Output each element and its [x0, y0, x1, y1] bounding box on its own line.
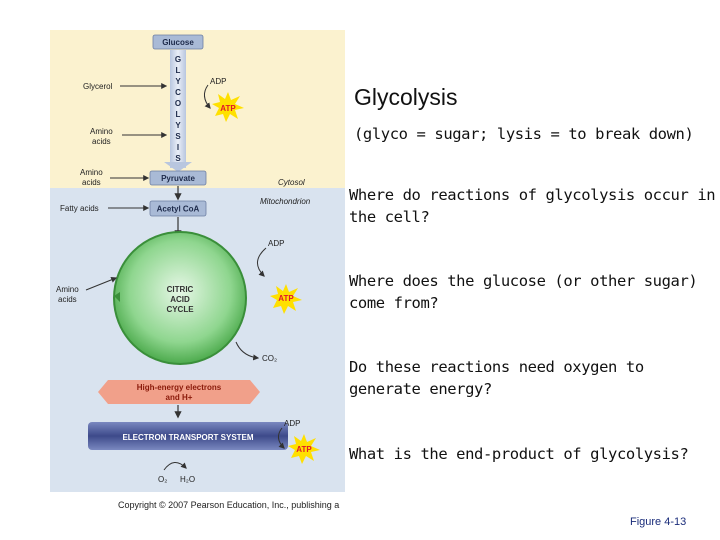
slide-subtitle: (glyco = sugar; lysis = to break down) — [354, 125, 694, 143]
o2-label: O₂ — [158, 475, 167, 484]
atp-label-1: ATP — [220, 104, 236, 113]
question-2: Where does the glucose (or other sugar) … — [349, 272, 698, 312]
atp-star-1 — [212, 92, 244, 122]
glycolysis-letter: S — [175, 154, 181, 163]
cytosol-label: Cytosol — [278, 178, 305, 187]
glycolysis-letter: Y — [175, 77, 181, 86]
amino-acids-2-line2: acids — [82, 178, 101, 187]
question-4: What is the end-product of glycolysis? — [349, 445, 689, 463]
high-energy-arrow — [98, 380, 260, 404]
copyright-notice: Copyright © 2007 Pearson Education, Inc.… — [118, 500, 340, 510]
high-energy-line1: High-energy electrons — [137, 383, 222, 392]
atp-star-3 — [288, 434, 320, 464]
adp-label-3: ADP — [284, 419, 300, 428]
ets-bar — [88, 422, 288, 450]
amino-acids-3-line1: Amino — [56, 285, 79, 294]
glycolysis-letter: S — [175, 132, 181, 141]
atp-label-2: ATP — [278, 294, 294, 303]
amino-acids-3-line2: acids — [58, 295, 77, 304]
amino-acids-1-line2: acids — [92, 137, 111, 146]
glycolysis-letter: G — [175, 55, 181, 64]
figure-label: Figure 4-13 — [630, 516, 687, 528]
glycolysis-letter: O — [175, 99, 181, 108]
question-1: Where do reactions of glycolysis occur i… — [349, 186, 716, 226]
adp-label-2: ADP — [268, 239, 284, 248]
glycerol-label: Glycerol — [83, 82, 113, 91]
ets-label: ELECTRON TRANSPORT SYSTEM — [122, 433, 253, 442]
mitochondrion-label: Mitochondrion — [260, 197, 311, 206]
question-3: Do these reactions need oxygen to genera… — [349, 358, 644, 398]
high-energy-line2: and H+ — [166, 393, 193, 402]
glycolysis-letter: C — [175, 88, 181, 97]
cycle-label-2: ACID — [170, 295, 190, 304]
glycolysis-letter: I — [177, 143, 179, 152]
glycolysis-arrowhead — [164, 162, 192, 172]
cycle-label-3: CYCLE — [166, 305, 194, 314]
amino-acids-1-line1: Amino — [90, 127, 113, 136]
adp-label-1: ADP — [210, 77, 226, 86]
acetyl-coa-box — [149, 200, 207, 217]
acetyl-coa-label: Acetyl CoA — [157, 205, 200, 214]
atp-star-2 — [270, 284, 302, 314]
cytosol-region — [50, 30, 345, 188]
pyruvate-box — [149, 170, 207, 186]
glucose-box — [152, 34, 204, 50]
atp-label-3: ATP — [296, 445, 312, 454]
glycolysis-letter: L — [176, 110, 181, 119]
glycolysis-letter: Y — [175, 121, 181, 130]
glycolysis-column — [170, 50, 186, 168]
h2o-label: H₂O — [180, 475, 195, 484]
co2-label: CO₂ — [262, 354, 277, 363]
citric-acid-cycle — [113, 231, 247, 365]
cycle-label-1: CITRIC — [167, 285, 194, 294]
amino-acids-2-line1: Amino — [80, 168, 103, 177]
glucose-label: Glucose — [162, 38, 194, 47]
slide-title: Glycolysis — [354, 84, 458, 110]
fatty-acids-label: Fatty acids — [60, 204, 99, 213]
glycolysis-letter: L — [176, 66, 181, 75]
pyruvate-label: Pyruvate — [161, 174, 195, 183]
